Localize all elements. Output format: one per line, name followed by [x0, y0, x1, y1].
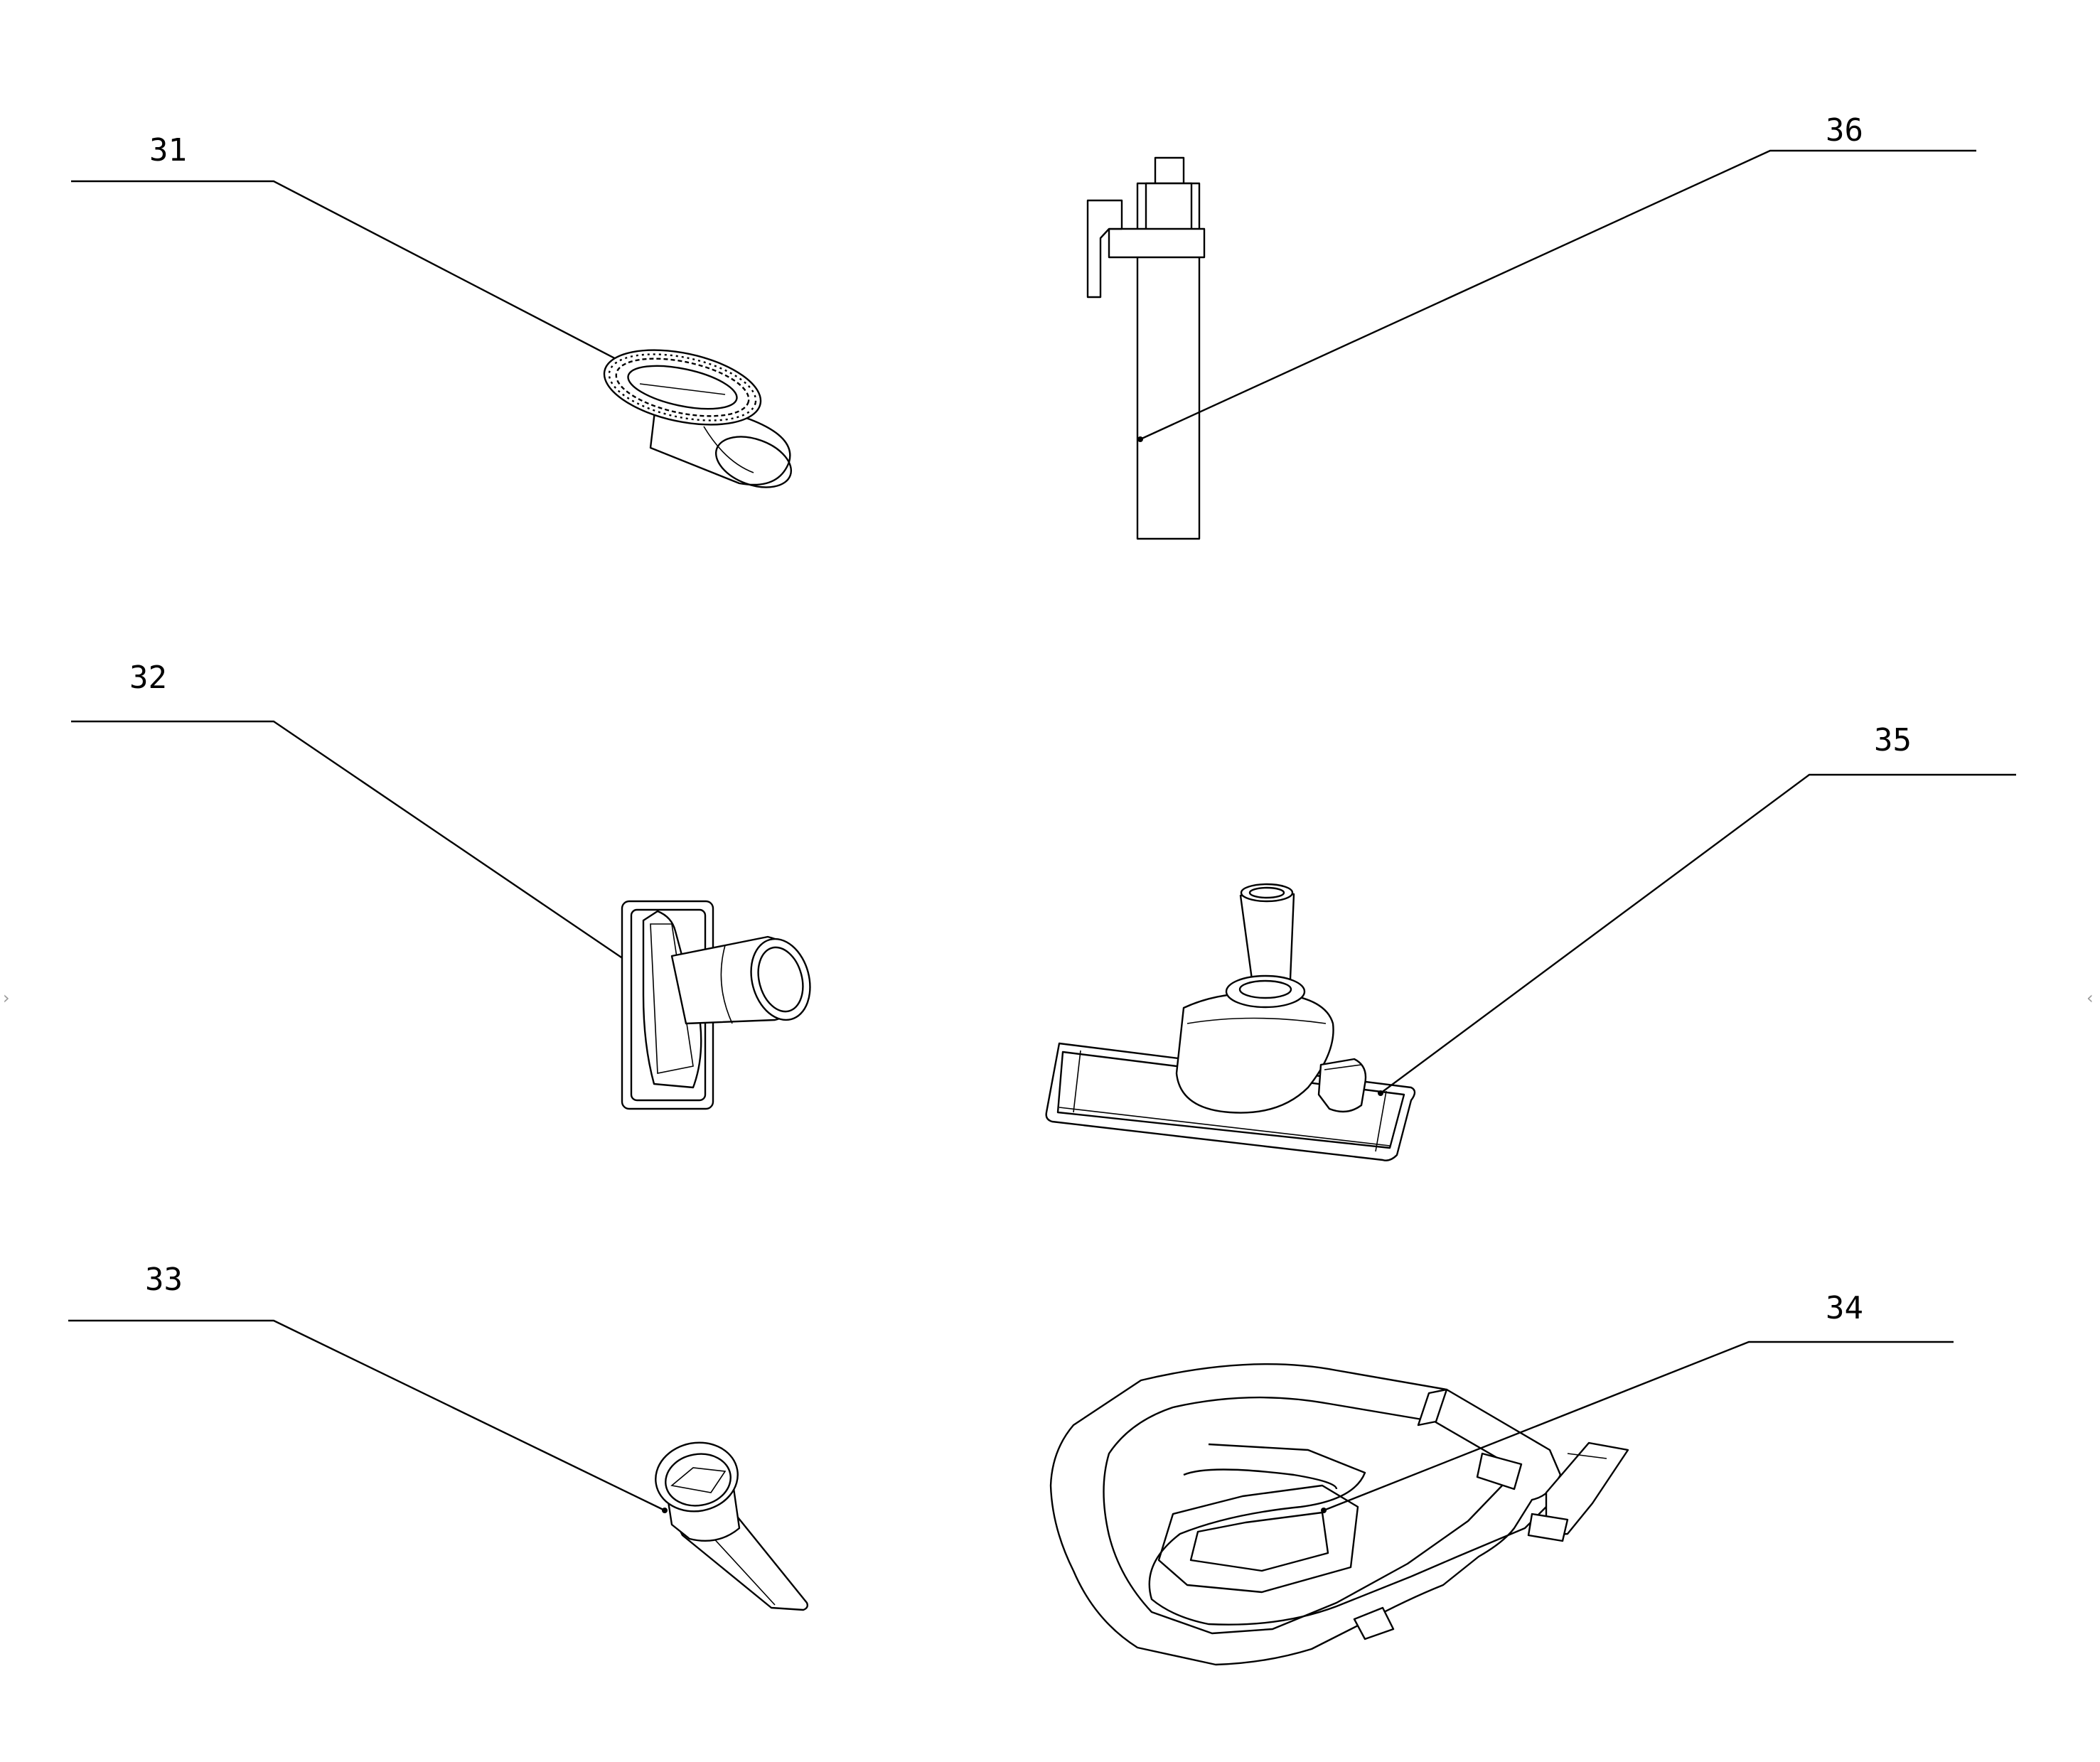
- part-label-36: 36: [1826, 112, 1863, 149]
- part-32-upholstery-tool: 32: [71, 660, 811, 1110]
- part-label-31: 31: [149, 132, 187, 168]
- left-edge-marker: ›: [3, 988, 10, 1008]
- part-35-floor-nozzle: 35: [1045, 722, 2016, 1161]
- leader-line-32: [71, 720, 664, 987]
- part-36-extension-tube: 36: [1086, 112, 1976, 540]
- leader-line-34: [1321, 1341, 1954, 1513]
- leader-line-31: [71, 180, 628, 367]
- part-label-32: 32: [129, 660, 167, 696]
- part-label-33: 33: [145, 1262, 183, 1298]
- part-34-hose: 34: [1049, 1290, 1954, 1666]
- part-label-34: 34: [1826, 1290, 1863, 1326]
- right-edge-marker: ‹: [2086, 988, 2094, 1008]
- part-31-round-brush: 31: [71, 132, 793, 488]
- leader-line-36: [1137, 149, 1976, 442]
- part-33-crevice-nozzle: 33: [68, 1262, 809, 1611]
- leader-line-35: [1378, 773, 2016, 1096]
- part-label-35: 35: [1874, 722, 1912, 758]
- leader-line-33: [68, 1319, 668, 1513]
